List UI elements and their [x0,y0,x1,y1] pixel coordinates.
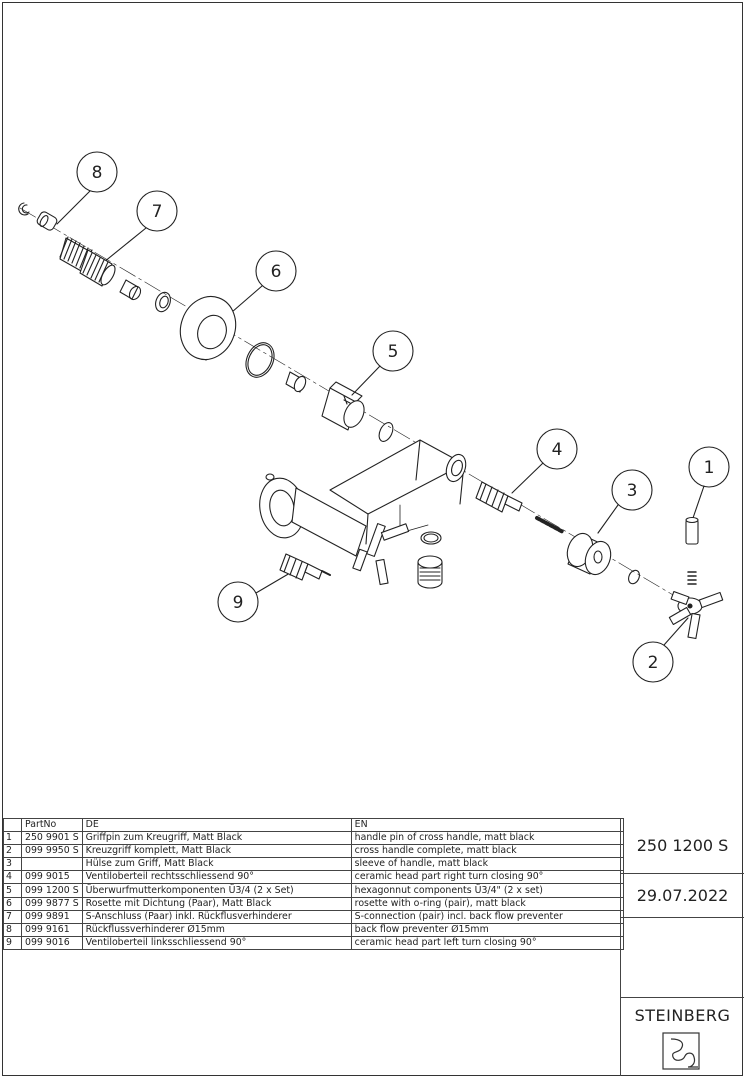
cell-de: Rückflussverhinderer Ø15mm [81,922,352,937]
cell-de: Überwurfmutterkomponenten Ü3/4 (2 x Set) [81,883,352,898]
small-ring-part [628,569,640,585]
washer-part [155,291,171,313]
cell-partno: 099 9161 [21,922,83,937]
header-de: DE [81,817,352,833]
cell-en: ceramic head part right turn closing 90° [350,870,624,885]
cell-partno [21,857,83,872]
callout-7: 7 [103,190,178,263]
callout-8: 8 [56,151,118,225]
header-en: EN [350,817,624,833]
cell-en: rosette with o-ring (pair), matt black [350,896,624,911]
cell-partno: 099 9891 [21,909,83,924]
brand-block: STEINBERG [621,998,744,1076]
cell-en: cross handle complete, matt black [350,844,624,859]
svg-text:2: 2 [648,653,659,673]
mixer-body [259,439,467,557]
cross-handle-right-part [668,590,724,640]
title-block-blank [621,918,744,998]
cell-pos: 2 [3,844,22,859]
cell-partno: 099 9877 S [21,896,83,911]
callout-5: 5 [351,330,414,396]
cell-partno: 099 9016 [21,935,83,950]
svg-text:3: 3 [627,481,638,501]
cell-en: ceramic head part left turn closing 90° [350,935,624,950]
drawing-number: 250 1200 S [621,818,744,874]
small-nut-part [119,279,142,301]
cell-partno: 099 1200 S [21,883,83,898]
ceramic-head-left-part [279,553,331,581]
cell-de: Kreuzgriff komplett, Matt Black [81,844,352,859]
cell-pos: 7 [3,909,22,924]
sleeve-part [566,532,612,576]
cell-pos: 5 [3,883,22,898]
svg-text:8: 8 [92,163,103,183]
cell-pos: 4 [3,870,22,885]
title-block: 250 1200 S 29.07.2022 STEINBERG [620,818,744,1076]
cell-de: Ventiloberteil rechtsschliessend 90° [81,870,352,885]
header-pos [3,817,22,833]
cell-partno: 099 9950 S [21,844,83,859]
cell-de: Hülse zum Griff, Matt Black [81,857,352,872]
exploded-view-drawing: 8 7 6 5 4 3 1 2 9 [18,151,730,683]
header-partno: PartNo [21,817,83,833]
callout-9: 9 [217,572,291,623]
svg-text:4: 4 [552,440,563,460]
cell-pos: 9 [3,935,22,950]
cell-de: Rosette mit Dichtung (Paar), Matt Black [81,896,352,911]
cell-pos: 1 [3,831,22,846]
callout-3: 3 [597,469,653,534]
cross-handle-left [352,523,410,586]
svg-text:9: 9 [233,593,244,613]
cell-pos: 8 [3,922,22,937]
drawing-date: 29.07.2022 [621,874,744,918]
cell-de: S-Anschluss (Paar) inkl. Rückflusverhind… [81,909,352,924]
table-header-row: PartNo DE EN [3,817,624,833]
cell-pos: 6 [3,896,22,911]
flow-connector-part [417,531,443,589]
cell-de: Griffpin zum Kreugriff, Matt Black [81,831,352,846]
back-flow-preventer-part [18,202,58,231]
hex-nut-small-part [285,371,307,393]
callout-2: 2 [632,617,689,683]
svg-text:1: 1 [704,458,715,478]
cell-en: S-connection (pair) incl. back flow prev… [350,909,624,924]
svg-text:5: 5 [388,342,399,362]
hexagon-nut-part [321,381,365,431]
svg-text:7: 7 [152,202,163,222]
cell-en: handle pin of cross handle, matt black [350,831,624,846]
cell-pos: 3 [3,857,22,872]
callout-6: 6 [231,250,297,313]
cell-en: sleeve of handle, matt black [350,857,624,872]
ceramic-head-right-part [475,481,565,534]
handle-pin-part [685,516,699,585]
cell-partno: 099 9015 [21,870,83,885]
o-ring-part [245,342,275,378]
callout-1: 1 [688,446,730,519]
gasket-part [378,422,394,442]
callout-4: 4 [511,428,578,494]
cell-de: Ventiloberteil linksschliessend 90° [81,935,352,950]
rosette-part [179,295,237,361]
brand-name: STEINBERG [634,1005,731,1025]
cell-en: hexagonnut components Ü3/4" (2 x set) [350,883,624,898]
steinberg-logo-icon [661,1031,700,1070]
s-connection-part [59,236,116,287]
cell-partno: 250 9901 S [21,831,83,846]
cell-en: back flow preventer Ø15mm [350,922,624,937]
svg-text:6: 6 [271,262,282,282]
